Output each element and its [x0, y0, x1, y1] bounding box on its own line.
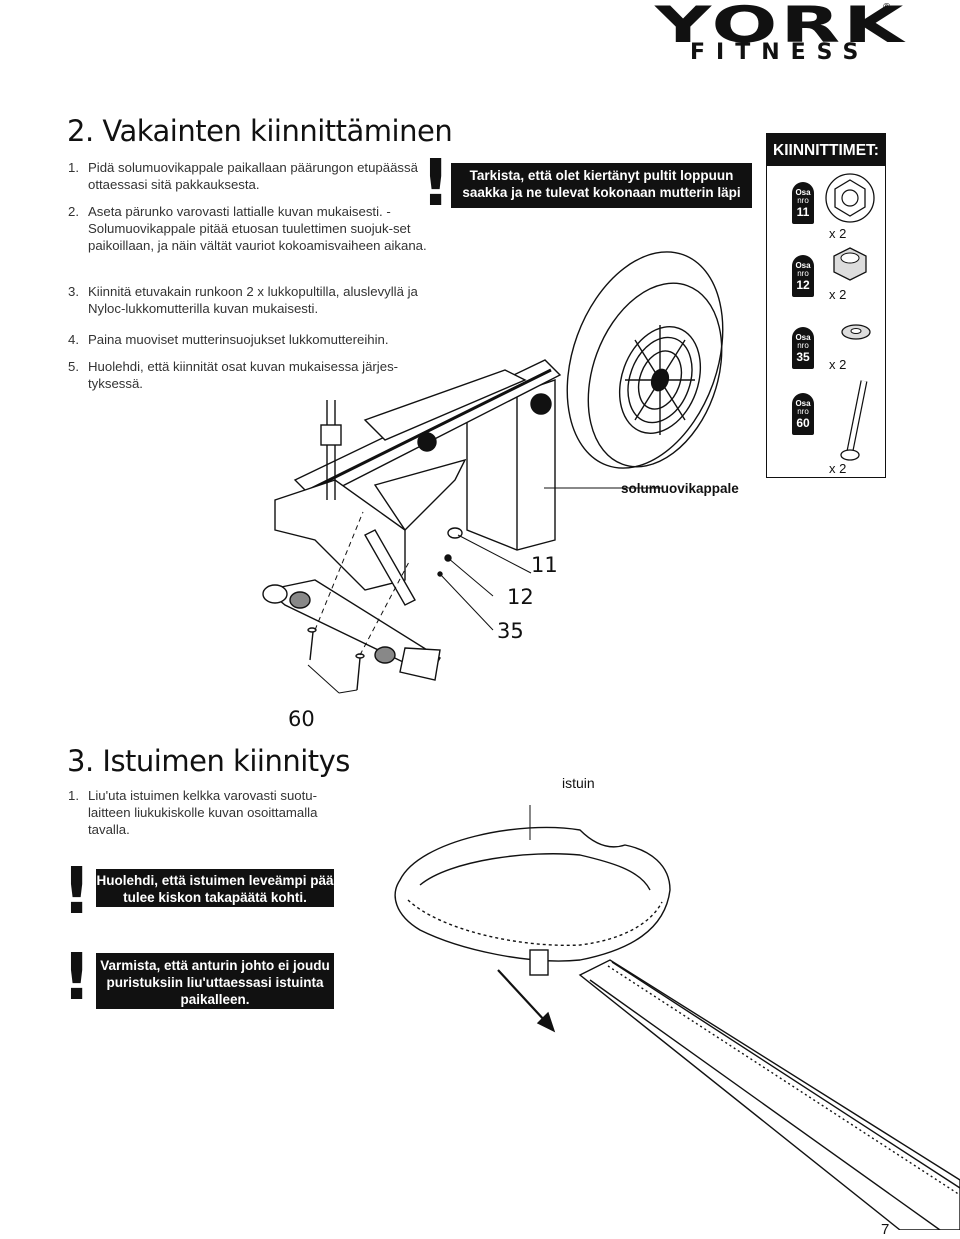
locknut-icon	[825, 173, 875, 223]
part-tag-nro: nro	[797, 196, 809, 205]
step-text: Liu'uta istuimen kelkka varovasti suotu-…	[88, 788, 318, 837]
part-tag: Osa nro 12	[792, 255, 814, 297]
bolt-icon	[840, 380, 868, 461]
step-text: Kiinnitä etuvakain runkoon 2 x lukkopult…	[88, 284, 418, 316]
quantity-label: x 2	[829, 461, 847, 476]
section3-title: 3. Istuimen kiinnitys	[67, 744, 350, 778]
page-number: 7	[881, 1221, 890, 1238]
brand-logo-york: YORK	[655, 0, 907, 54]
part-tag-number: 35	[796, 350, 810, 364]
seat-label: istuin	[562, 775, 595, 791]
callout-label: 11	[531, 553, 558, 577]
fastener-illustrations	[825, 173, 875, 461]
brand-logo-fitness: FITNESS	[690, 40, 870, 65]
step-text: Paina muoviset mutterinsuojukset lukkomu…	[88, 332, 389, 347]
nut-icon	[833, 247, 867, 281]
step-number: 5.	[68, 359, 79, 374]
warning-icon: !	[62, 941, 92, 1015]
warning-icon: !	[421, 147, 451, 221]
step-number: 1.	[68, 788, 79, 803]
washer-icon	[841, 324, 871, 340]
part-tag-number: 11	[796, 205, 810, 219]
section2-title: 2. Vakainten kiinnittäminen	[67, 114, 453, 148]
step-item: 5. Huolehdi, että kiinnität osat kuvan m…	[68, 358, 433, 392]
part-tag: Osa nro 35	[792, 327, 814, 369]
stabilizer-assembly-diagram	[262, 251, 724, 694]
step-item: 3. Kiinnitä etuvakain runkoon 2 x lukkop…	[68, 283, 433, 317]
part-tag-label: Osa	[795, 399, 811, 408]
part-tag-nro: nro	[797, 269, 809, 278]
registered-mark: ®	[883, 2, 891, 13]
step-item: 1. Pidä solumuovikappale paikallaan päär…	[68, 159, 433, 193]
part-tag-nro: nro	[797, 407, 809, 416]
part-tag-label: Osa	[795, 261, 811, 270]
step-number: 1.	[68, 160, 79, 175]
part-tag-number: 12	[796, 278, 810, 292]
part-tag: Osa nro 11	[792, 182, 814, 224]
foam-piece-label: solumuovikappale	[621, 481, 739, 496]
callout-label: 35	[497, 619, 524, 643]
step-number: 2.	[68, 204, 79, 219]
step-item: 4. Paina muoviset mutterinsuojukset lukk…	[68, 331, 433, 348]
step-text: Pidä solumuovikappale paikallaan päärung…	[88, 160, 418, 192]
quantity-label: x 2	[829, 226, 847, 241]
seat-rail-diagram	[394, 805, 960, 1230]
callout-label: 12	[507, 585, 534, 609]
step-number: 4.	[68, 332, 79, 347]
fasteners-title: KIINNITTIMET:	[766, 133, 886, 166]
quantity-label: x 2	[829, 357, 847, 372]
step-item: 2. Aseta pärunko varovasti lattialle kuv…	[68, 203, 433, 254]
warning-box: Varmista, että anturin johto ei joudu pu…	[96, 953, 334, 1009]
step-text: Huolehdi, että kiinnität osat kuvan muka…	[88, 359, 399, 391]
step-number: 3.	[68, 284, 79, 299]
warning-box: Tarkista, että olet kiertänyt pultit lop…	[451, 163, 752, 208]
part-tag-label: Osa	[795, 333, 811, 342]
warning-box: Huolehdi, että istuimen leveämpi pää tul…	[96, 869, 334, 907]
part-tag-label: Osa	[795, 188, 811, 197]
callout-label: 60	[288, 707, 315, 731]
part-tag-nro: nro	[797, 341, 809, 350]
step-text: Aseta pärunko varovasti lattialle kuvan …	[88, 204, 427, 253]
part-tag-number: 60	[796, 416, 810, 430]
quantity-label: x 2	[829, 287, 847, 302]
warning-icon: !	[62, 855, 92, 929]
part-tag: Osa nro 60	[792, 393, 814, 435]
step-item: 1. Liu'uta istuimen kelkka varovasti suo…	[68, 787, 338, 838]
